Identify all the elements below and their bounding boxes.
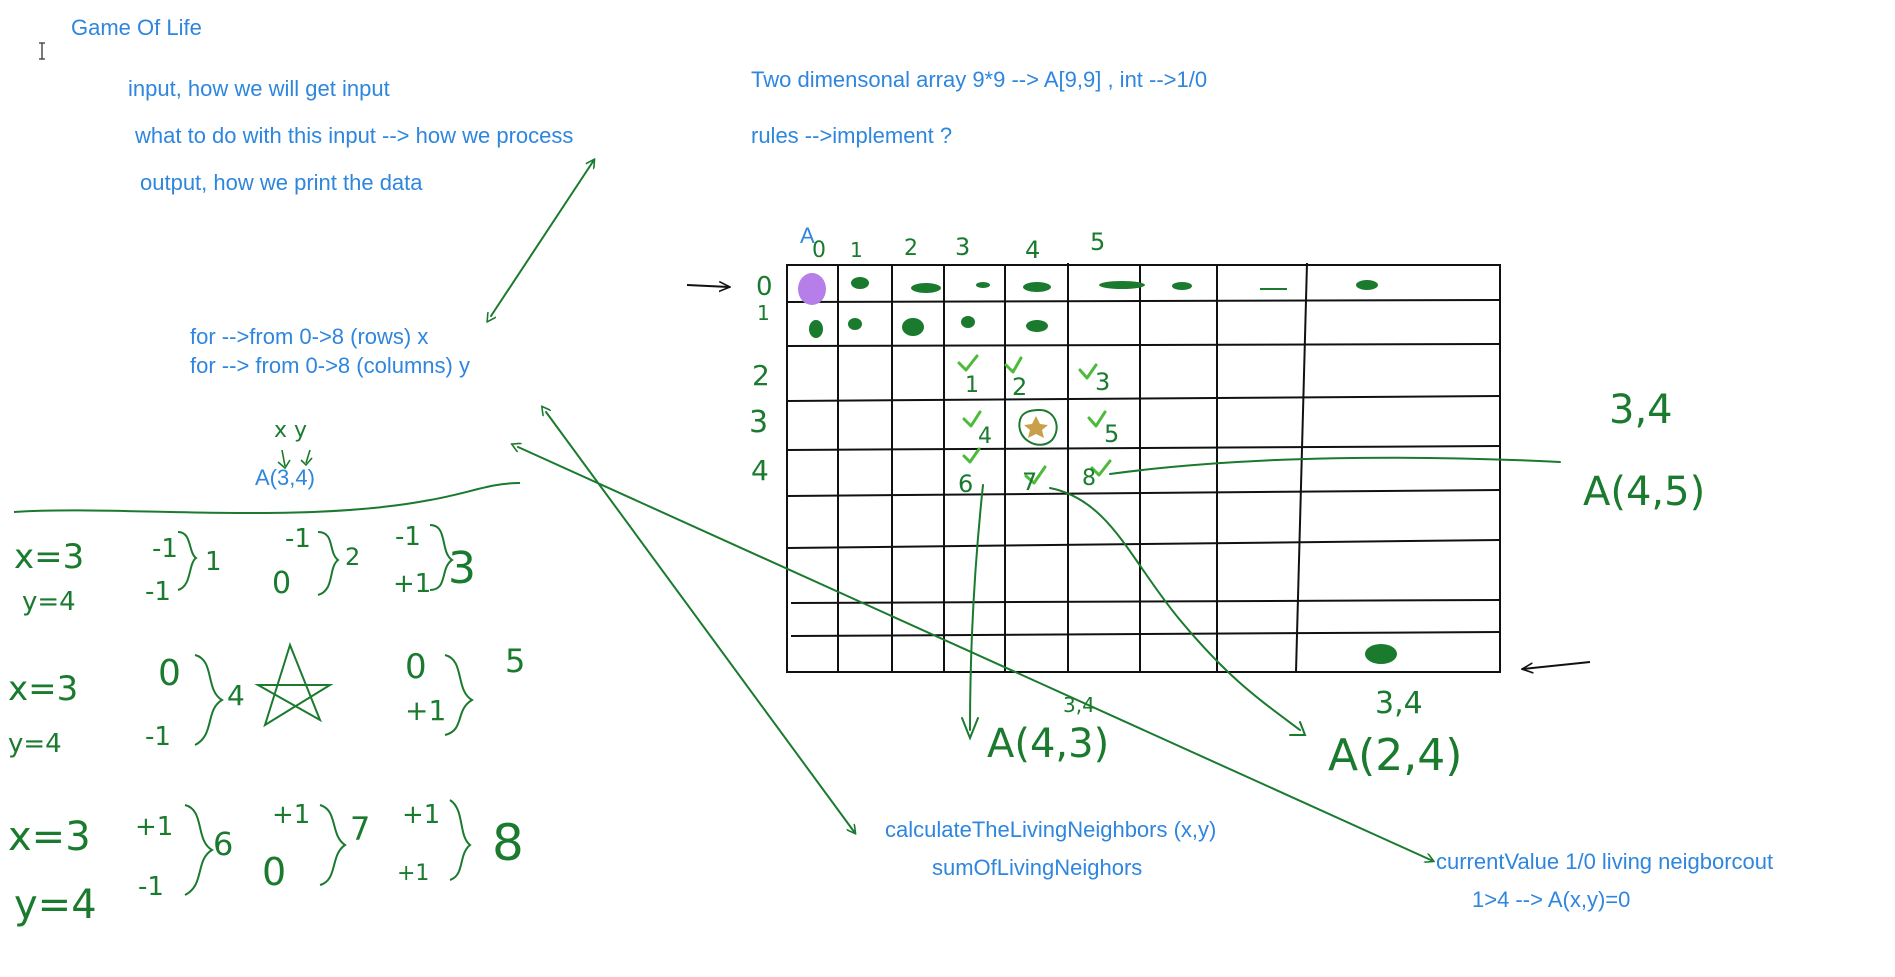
offset-value: -1 xyxy=(285,524,311,554)
grid-notes: 3,4 A(4,5) A(4,3) A(2,4) 3,4 3,4 xyxy=(987,387,1705,781)
offset-value: 0 xyxy=(262,850,286,894)
grid-horizontals xyxy=(786,299,1501,637)
col-index-3: 3 xyxy=(955,233,970,261)
col-index-0: 0 xyxy=(812,238,826,263)
highlighted-cell-0-0 xyxy=(798,273,826,305)
offset-value: -1 xyxy=(145,722,171,752)
plan-process: what to do with this input --> how we pr… xyxy=(135,123,574,148)
offset-value: -1 xyxy=(138,872,164,902)
row-index-1: 1 xyxy=(757,301,770,325)
a-label: A(3,4) xyxy=(255,465,315,490)
neighbor-number-8: 8 xyxy=(1082,466,1096,491)
neighbor-number-7: 7 xyxy=(1022,468,1037,496)
offset-value: +1 xyxy=(397,861,429,886)
neighbor-label: 7 xyxy=(350,810,370,848)
star-icon xyxy=(254,642,334,728)
note-a-2-4: A(2,4) xyxy=(1328,730,1462,781)
neighbor-label: 3 xyxy=(448,543,476,594)
grid-name: A xyxy=(800,223,815,248)
block1-y: y=4 xyxy=(22,587,76,617)
grid xyxy=(786,262,1501,673)
note-a-4-5: A(4,5) xyxy=(1583,469,1705,515)
offset-value: 0 xyxy=(272,566,291,601)
neighbor-number-5: 5 xyxy=(1104,420,1119,448)
center-cell xyxy=(1018,408,1058,446)
text-cursor-icon xyxy=(39,42,45,60)
block3-x: x=3 xyxy=(8,814,91,860)
grid-border xyxy=(786,264,1501,673)
offset-notes: x y x=3 y=4 -1 -1 1 -1 0 2 -1 +1 3 x=3 y… xyxy=(8,418,525,928)
neighbor-number-2: 2 xyxy=(1012,373,1027,401)
rule-text-1: currentValue 1/0 living neigborcout xyxy=(1436,849,1774,874)
col-index-4: 4 xyxy=(1025,236,1040,264)
col-index-1: 1 xyxy=(850,238,863,262)
row-index-3: 3 xyxy=(749,405,768,440)
neighbor-label: 4 xyxy=(227,679,245,712)
col-index-5: 5 xyxy=(1090,228,1105,256)
offset-value: +1 xyxy=(272,800,310,830)
neighbor-label: 8 xyxy=(492,814,524,872)
offset-value: +1 xyxy=(405,694,446,727)
divider-line xyxy=(13,482,521,515)
neighbor-number-1: 1 xyxy=(965,373,979,398)
note-a-4-3: A(4,3) xyxy=(987,721,1109,767)
offset-value: 0 xyxy=(405,647,427,687)
annotation-arrows xyxy=(491,160,1561,861)
offset-value: 0 xyxy=(158,653,181,694)
note-3-4-top: 3,4 xyxy=(1609,387,1673,433)
xy-label: x y xyxy=(274,418,307,443)
row-index-0: 0 xyxy=(756,272,773,302)
block3-y: y=4 xyxy=(14,882,97,928)
note-3-4-small: 3,4 xyxy=(1063,693,1095,717)
offset-value: +1 xyxy=(135,812,173,842)
offset-value: +1 xyxy=(402,800,440,830)
loop-rows-text: for -->from 0->8 (rows) x xyxy=(190,324,429,349)
neighbor-number-3: 3 xyxy=(1095,368,1110,396)
plan-output: output, how we print the data xyxy=(140,170,423,195)
row-index-2: 2 xyxy=(752,359,770,392)
neighbor-label: 1 xyxy=(205,547,222,577)
live-cells xyxy=(798,273,1397,664)
loop-cols-text: for --> from 0->8 (columns) y xyxy=(190,353,470,378)
star-icon xyxy=(1024,416,1048,438)
corner-pointer-arrow xyxy=(1523,661,1591,669)
neighbor-number-6: 6 xyxy=(958,470,973,498)
page-title: Game Of Life xyxy=(71,15,202,40)
rule-text-2: 1>4 --> A(x,y)=0 xyxy=(1472,887,1631,912)
offset-value: +1 xyxy=(393,569,431,599)
block2-x: x=3 xyxy=(8,669,78,709)
rules-note: rules -->implement ? xyxy=(751,123,953,148)
row-pointer-arrow xyxy=(686,285,729,287)
neighbor-label: 5 xyxy=(505,642,525,680)
block2-y: y=4 xyxy=(8,729,62,759)
block1-x: x=3 xyxy=(14,537,84,577)
offset-value: -1 xyxy=(395,522,421,552)
neighbor-label: 2 xyxy=(345,543,360,571)
note-3-4-mid: 3,4 xyxy=(1375,686,1423,721)
offset-value: -1 xyxy=(152,534,178,564)
neighbor-label: 6 xyxy=(213,825,233,863)
offset-value: -1 xyxy=(145,577,171,607)
neighbor-number-4: 4 xyxy=(978,424,992,449)
plan-input: input, how we will get input xyxy=(128,76,390,101)
row-index-4: 4 xyxy=(751,454,769,487)
col-index-2: 2 xyxy=(904,236,918,261)
array-note: Two dimensonal array 9*9 --> A[9,9] , in… xyxy=(751,67,1208,92)
